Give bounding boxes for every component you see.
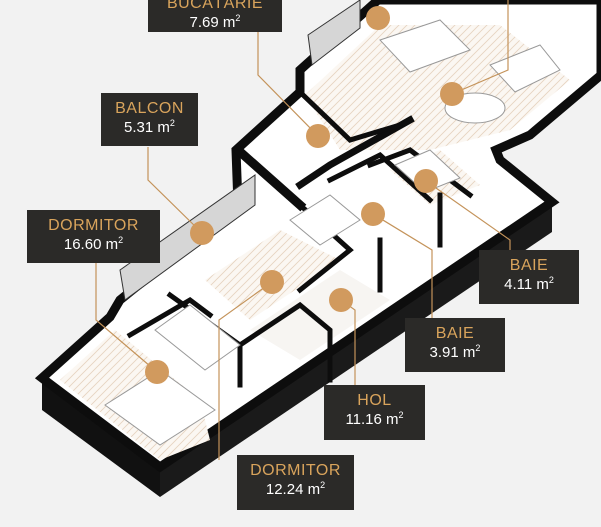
room-area: 11.16 m2: [345, 410, 404, 429]
wall-bedroom: [126, 297, 214, 339]
marker-dormitor1: [145, 360, 169, 384]
wall-diag-1: [295, 115, 415, 190]
marker-baie2: [361, 202, 385, 226]
room-area: 5.31 m2: [124, 118, 175, 137]
marker-kitchen-dining: [440, 82, 464, 106]
marker-kitchen-top: [366, 6, 390, 30]
furniture: [104, 19, 561, 446]
kitchen-inner-wall: [296, 88, 404, 143]
room-area: 16.60 m2: [63, 235, 124, 254]
room-markers: [145, 6, 464, 384]
hall-floor: [250, 270, 390, 360]
bed-2: [289, 194, 361, 246]
room-label-baie-2: BAIE 3.91 m2: [405, 318, 505, 372]
room-area: 7.69 m2: [189, 13, 241, 32]
outer-wall-extrusion-right: [160, 202, 552, 497]
leader-lines: [95, 0, 511, 460]
marker-balcon: [190, 221, 214, 245]
bed-1: [104, 369, 216, 446]
leader-top-right: [451, 0, 509, 95]
wall-bath-1: [326, 152, 434, 204]
sofa-2: [489, 44, 561, 93]
room-name: BAIE: [509, 257, 549, 274]
room-label-balcon: BALCON 5.31 m2: [101, 93, 198, 146]
balcony-railings: [119, 0, 361, 301]
room-label-bucatarie: BUCĂTĂRIE 7.69 m2: [148, 0, 282, 32]
wall-hall-3: [236, 301, 333, 383]
marker-dormitor2: [260, 270, 284, 294]
leader-dormitor1: [95, 262, 158, 373]
leader-balcon: [147, 147, 203, 234]
room-name: BUCĂTĂRIE: [166, 0, 264, 12]
leader-bucatarie: [257, 28, 319, 137]
room-area: 4.11 m2: [504, 275, 554, 294]
kitchen-counter: [379, 19, 471, 73]
room-name: DORMITOR: [48, 217, 139, 234]
room-area: 12.24 m2: [265, 480, 326, 499]
room-area: 3.91 m2: [429, 343, 481, 362]
wall-kitchen-hall: [231, 143, 307, 212]
marker-baie1: [414, 169, 438, 193]
marker-hol: [329, 288, 353, 312]
balcony-rail-lower: [119, 174, 256, 301]
kitchen-floor: [305, 25, 570, 150]
leader-baie2: [372, 213, 433, 318]
room-name: HOL: [357, 392, 392, 409]
leader-dormitor2: [218, 281, 273, 460]
balcony-rail-upper: [307, 0, 361, 66]
room-label-baie-1: BAIE 4.11 m2: [479, 250, 579, 304]
outer-wall-extrusion: [42, 378, 160, 497]
room-label-dormitor-1: DORMITOR 16.60 m2: [27, 210, 160, 263]
room-name: BAIE: [435, 325, 475, 342]
room-name: BALCON: [115, 100, 184, 117]
leader-baie1: [425, 180, 511, 250]
room-label-dormitor-2: DORMITOR 12.24 m2: [237, 455, 354, 510]
room-name: DORMITOR: [250, 462, 341, 479]
room-label-hol: HOL 11.16 m2: [324, 385, 425, 440]
marker-bucatarie: [306, 124, 330, 148]
